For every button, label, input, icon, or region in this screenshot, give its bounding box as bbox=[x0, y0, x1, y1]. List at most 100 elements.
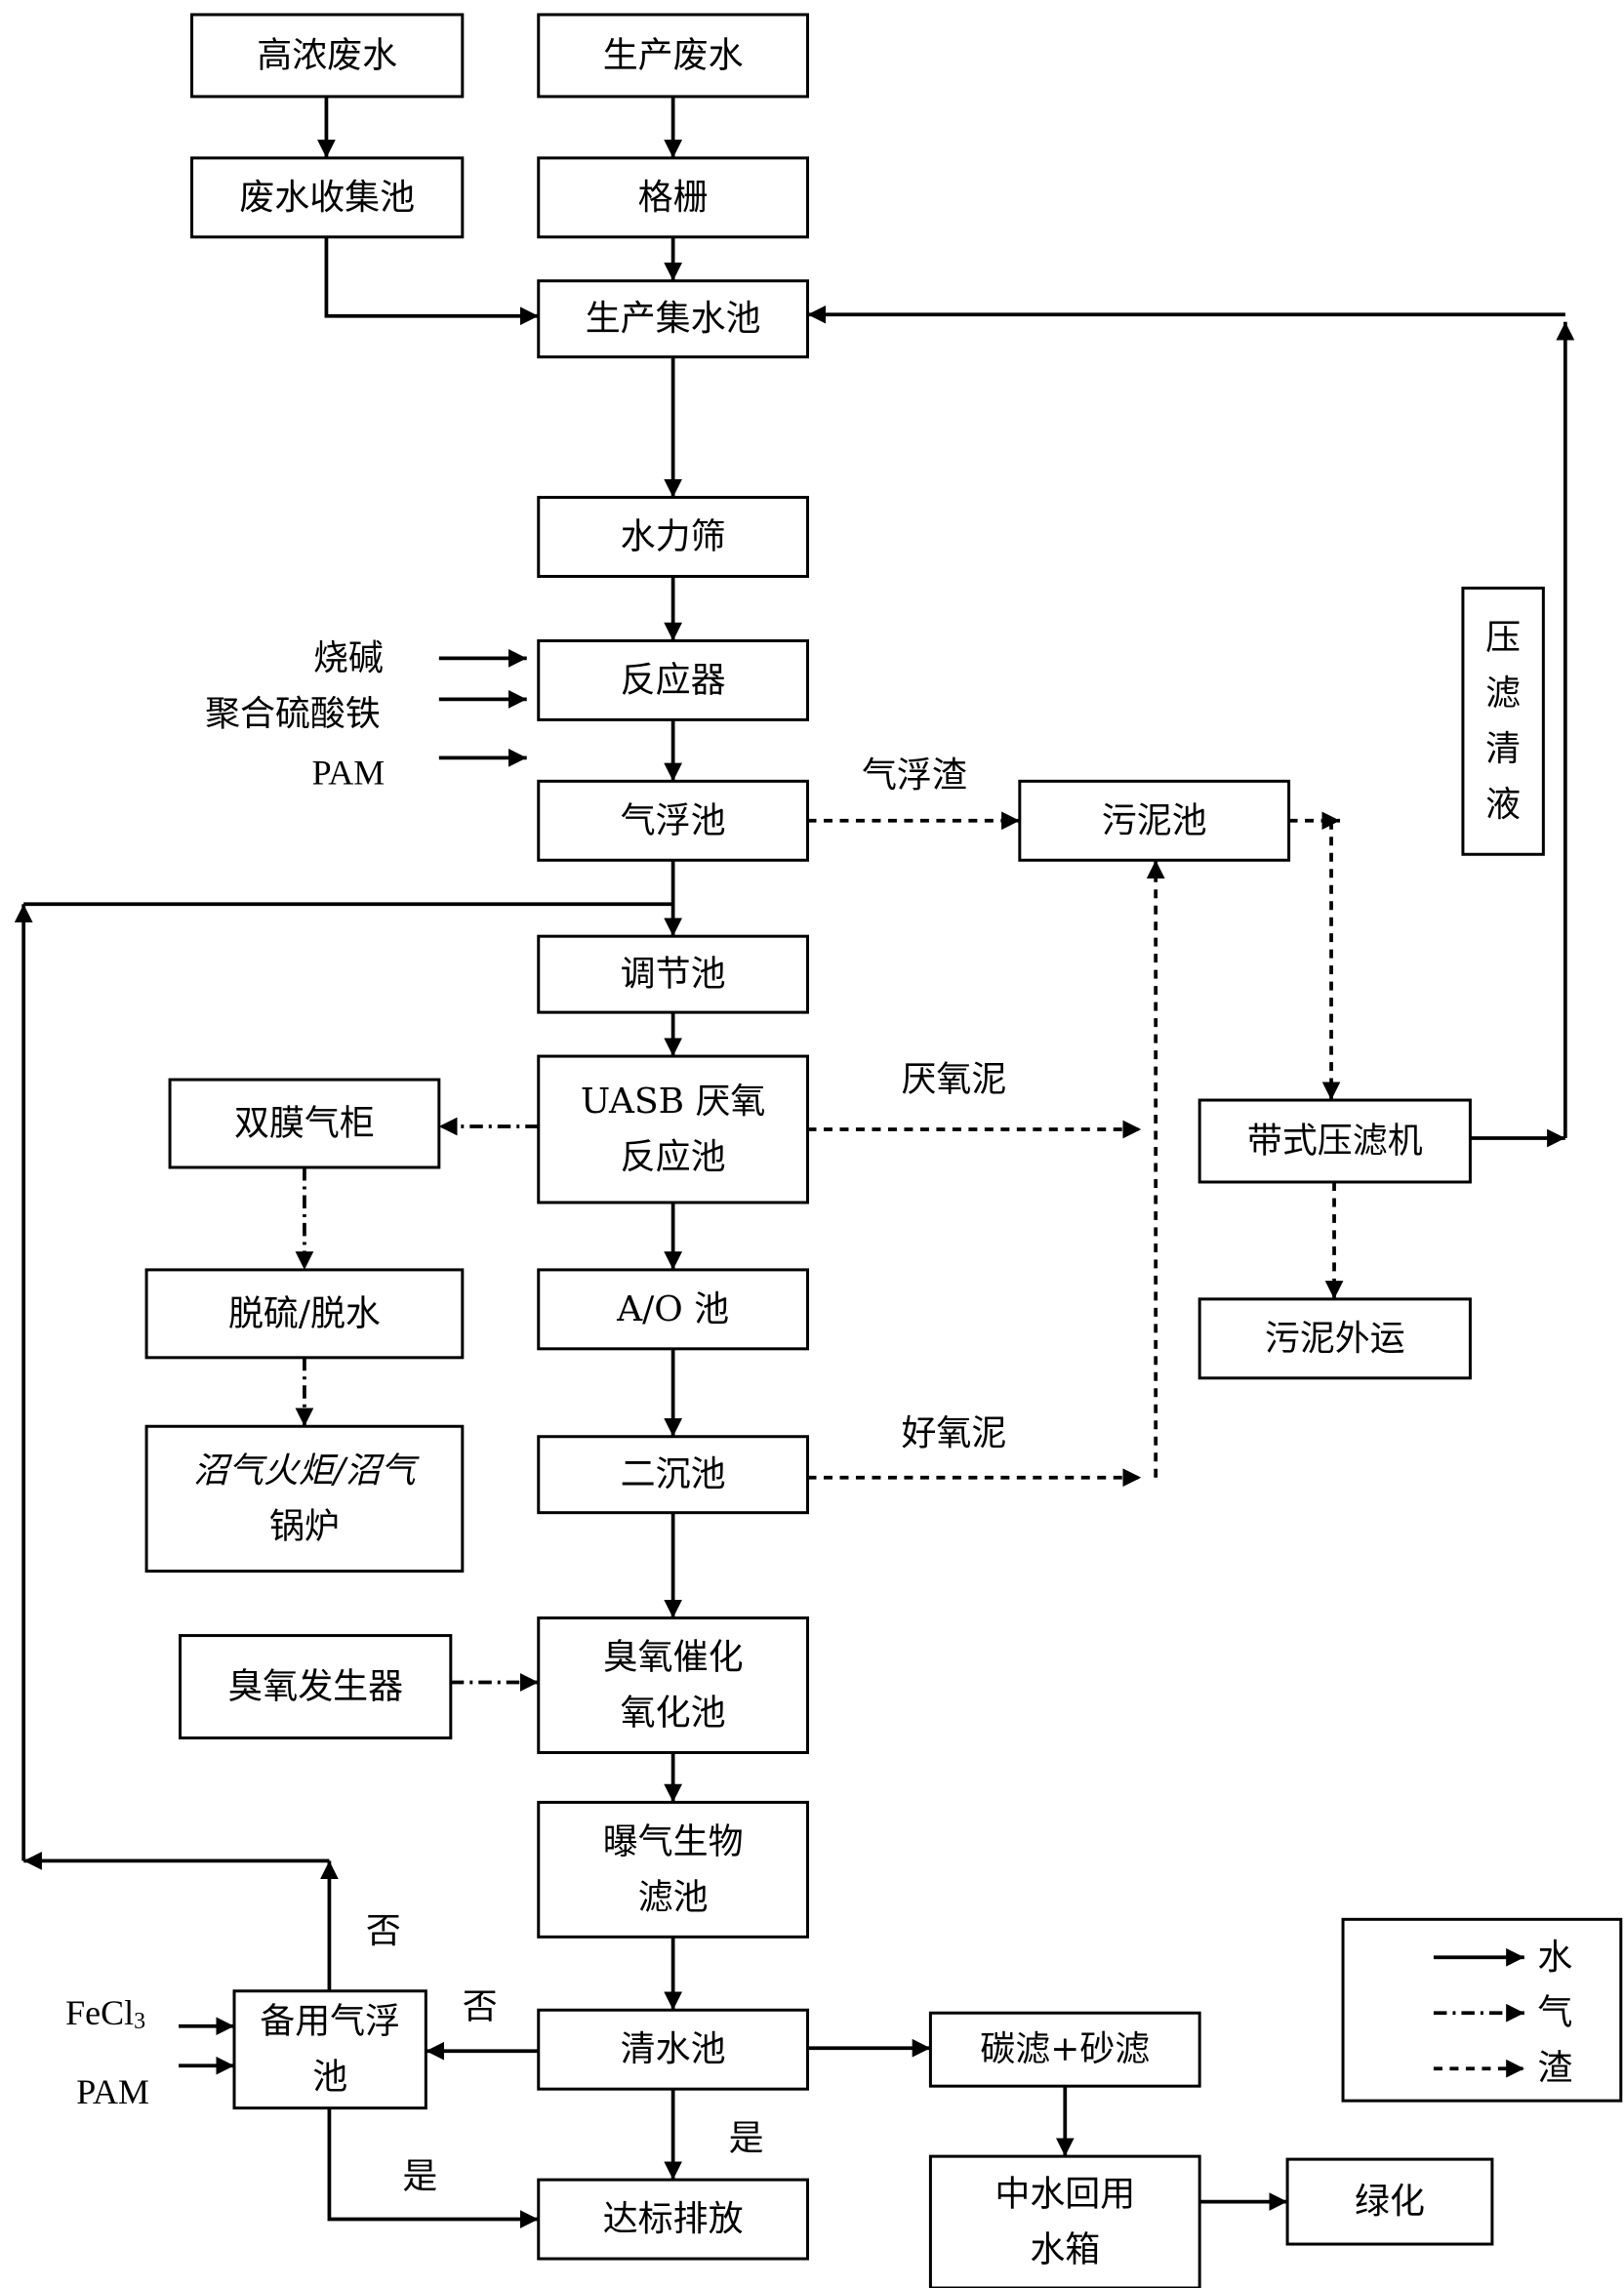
node-sludge-out: 污泥外运 bbox=[1198, 1297, 1472, 1380]
node-high-conc: 高浓废水 bbox=[190, 13, 465, 99]
node-label: 臭氧催化 bbox=[603, 1638, 744, 1678]
node-label: 池 bbox=[312, 2058, 347, 2098]
node-clear: 清水池 bbox=[537, 2008, 810, 2091]
label-aerobic-sludge: 好氧泥 bbox=[901, 1413, 1006, 1453]
node-label: 碳滤+砂滤 bbox=[980, 2029, 1150, 2069]
node-label: 沼气火炬/沼气 bbox=[193, 1450, 420, 1491]
node-label: 生产集水池 bbox=[586, 299, 761, 339]
node-label: 二沉池 bbox=[621, 1454, 726, 1494]
node-box bbox=[928, 2154, 1201, 2288]
node-label: 生产废水 bbox=[603, 35, 744, 75]
label-pam1: PAM bbox=[312, 753, 386, 792]
node-box bbox=[1461, 586, 1545, 856]
node-box bbox=[144, 1268, 465, 1360]
node-box bbox=[537, 1054, 810, 1205]
node-label: 气浮池 bbox=[621, 800, 726, 840]
node-label: 滤池 bbox=[638, 1877, 709, 1917]
node-reactor: 反应器 bbox=[537, 638, 810, 721]
node-box bbox=[537, 13, 810, 99]
node-screen: 水力筛 bbox=[537, 496, 810, 578]
node-label: 污泥池 bbox=[1102, 800, 1207, 840]
node-label: 滤 bbox=[1485, 674, 1521, 714]
label-pfs: 聚合硫酸铁 bbox=[205, 694, 381, 734]
node-label: 水力筛 bbox=[621, 517, 726, 557]
node-label: UASB 厌氧 bbox=[581, 1082, 766, 1122]
node-collect: 废水收集池 bbox=[190, 156, 465, 239]
node-label: 曝气生物 bbox=[603, 1821, 744, 1861]
node-box bbox=[537, 1616, 810, 1754]
node-flotation: 气浮池 bbox=[537, 779, 810, 862]
label-anaerobic-sludge: 厌氧泥 bbox=[901, 1060, 1006, 1100]
node-box bbox=[537, 496, 810, 578]
node-grille: 格栅 bbox=[537, 156, 810, 239]
node-label: 脱硫/脱水 bbox=[228, 1293, 381, 1333]
node-ao: A/O 池 bbox=[537, 1268, 810, 1351]
node-box bbox=[537, 779, 810, 862]
node-label: 氧化池 bbox=[621, 1694, 726, 1734]
node-desulf: 脱硫/脱水 bbox=[144, 1268, 465, 1360]
label-float-scum: 气浮渣 bbox=[862, 756, 967, 796]
node-box bbox=[928, 2011, 1201, 2088]
node-label: 高浓废水 bbox=[257, 35, 397, 75]
node-label: 反应器 bbox=[621, 660, 726, 700]
node-label: A/O 池 bbox=[616, 1289, 729, 1329]
node-box bbox=[144, 1424, 465, 1573]
node-box bbox=[537, 1435, 810, 1515]
node-label: 废水收集池 bbox=[239, 178, 415, 218]
legend-gas-label: 气 bbox=[1537, 1993, 1572, 2033]
node-box bbox=[1285, 2157, 1494, 2246]
node-label: 污泥外运 bbox=[1265, 1319, 1405, 1359]
node-prod-waste: 生产废水 bbox=[537, 13, 810, 99]
label-no1: 否 bbox=[366, 1911, 401, 1951]
node-label: 调节池 bbox=[621, 955, 726, 995]
node-label: 反应池 bbox=[621, 1137, 726, 1177]
node-box bbox=[168, 1078, 441, 1169]
water-flow-arrow bbox=[324, 236, 539, 326]
legend: 水 气 渣 bbox=[1341, 1917, 1623, 2103]
node-label: 压 bbox=[1485, 618, 1521, 658]
label-yes1: 是 bbox=[729, 2119, 764, 2159]
node-belt-press: 带式压滤机 bbox=[1198, 1098, 1472, 1184]
node-carbon: 碳滤+砂滤 bbox=[928, 2011, 1201, 2088]
node-label: 格栅 bbox=[638, 178, 709, 218]
node-label: 清水池 bbox=[621, 2029, 726, 2069]
node-green: 绿化 bbox=[1285, 2157, 1494, 2246]
legend-residue-label: 渣 bbox=[1537, 2049, 1572, 2089]
node-label: 水箱 bbox=[1030, 2230, 1100, 2270]
node-discharge: 达标排放 bbox=[537, 2178, 810, 2261]
node-box bbox=[537, 934, 810, 1014]
label-fecl3: FeCl3 bbox=[65, 1993, 145, 2034]
node-ozone-gen: 臭氧发生器 bbox=[179, 1634, 453, 1739]
node-adjust: 调节池 bbox=[537, 934, 810, 1014]
fecl3-subscript: 3 bbox=[134, 2009, 145, 2034]
node-label: 中水回用 bbox=[995, 2175, 1135, 2215]
node-prod-pool: 生产集水池 bbox=[537, 279, 810, 359]
legend-box bbox=[1341, 1917, 1623, 2103]
node-label: 备用气浮 bbox=[260, 2002, 400, 2042]
node-sludge-pool: 污泥池 bbox=[1018, 779, 1291, 862]
node-box bbox=[179, 1634, 453, 1739]
node-box bbox=[537, 1268, 810, 1351]
fecl3-text: FeCl bbox=[65, 1993, 134, 2032]
node-label: 锅炉 bbox=[269, 1506, 340, 1546]
legend-water-label: 水 bbox=[1537, 1938, 1572, 1978]
water-flow-arrow bbox=[327, 2107, 539, 2228]
node-box bbox=[1198, 1297, 1472, 1380]
node-label: 带式压滤机 bbox=[1247, 1122, 1423, 1162]
node-label: 液 bbox=[1485, 785, 1521, 825]
node-label: 达标排放 bbox=[603, 2199, 744, 2239]
node-gas-holder: 双膜气柜 bbox=[168, 1078, 441, 1169]
flow-lines bbox=[14, 96, 1575, 2228]
label-pam2: PAM bbox=[76, 2072, 149, 2111]
node-secondary: 二沉池 bbox=[537, 1435, 810, 1515]
node-label: 臭氧发生器 bbox=[227, 1667, 403, 1707]
node-box bbox=[537, 156, 810, 239]
